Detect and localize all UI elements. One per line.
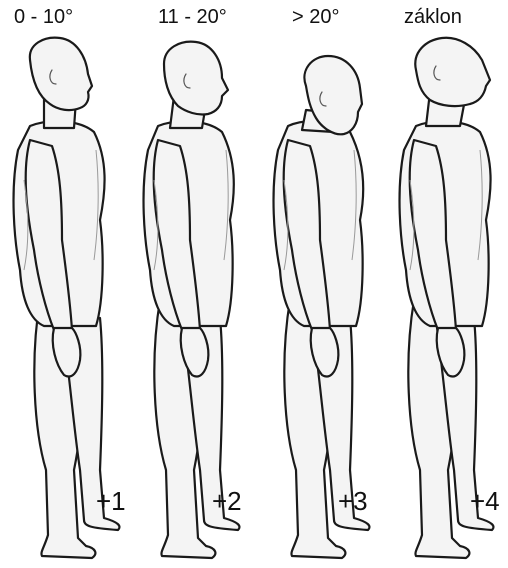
figure-extension [400,38,494,558]
figure-neutral-neck [14,38,120,558]
figure-slight-flexion [144,42,240,558]
posture-score-3: +3 [338,486,368,517]
posture-score-2: +2 [212,486,242,517]
posture-score-1: +1 [96,486,126,517]
figure-strong-flexion [274,56,370,558]
posture-score-4: +4 [470,486,500,517]
